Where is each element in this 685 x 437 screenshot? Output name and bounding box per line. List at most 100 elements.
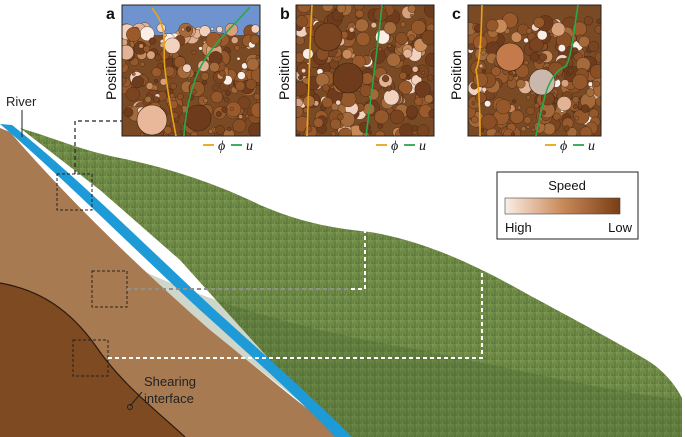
- grain: [356, 31, 371, 47]
- grain: [215, 111, 222, 118]
- grain: [398, 80, 413, 95]
- grain: [138, 43, 144, 49]
- grain: [526, 125, 530, 129]
- panel-b-u-curve: [365, 4, 383, 137]
- grain: [154, 78, 159, 84]
- grain: [424, 5, 434, 18]
- panel-c-legend-phi: ϕ: [560, 139, 567, 154]
- grain: [386, 52, 401, 67]
- grain: [163, 65, 175, 77]
- grain: [296, 81, 308, 97]
- grain: [238, 114, 243, 119]
- river-label: River: [6, 94, 37, 109]
- grain: [395, 32, 408, 45]
- grain: [250, 24, 260, 34]
- shearing-interface-line: [0, 282, 186, 437]
- grain: [151, 67, 162, 78]
- grain: [296, 106, 304, 118]
- grain: [330, 118, 342, 130]
- panel-c-letter: c: [452, 6, 461, 23]
- grain: [567, 67, 574, 75]
- grain: [563, 125, 570, 132]
- panel-a-phi-curve: [151, 7, 177, 137]
- grain: [342, 49, 353, 60]
- panel-a-letter: a: [106, 6, 115, 23]
- grain: [145, 82, 154, 90]
- grain: [169, 82, 177, 90]
- panel-b-axis-label: Position: [276, 50, 292, 100]
- grain: [513, 73, 517, 78]
- grass-shadow: [120, 260, 682, 437]
- grain: [523, 37, 529, 44]
- grain: [593, 80, 600, 88]
- grain: [486, 19, 499, 32]
- grain: [250, 67, 260, 83]
- large-grain: [332, 62, 364, 94]
- grain: [516, 79, 526, 89]
- grain: [322, 84, 330, 92]
- grain: [405, 105, 419, 118]
- grain: [481, 68, 486, 73]
- grain: [507, 74, 514, 81]
- grain: [153, 96, 160, 103]
- grain: [400, 21, 406, 28]
- grain: [234, 45, 240, 51]
- grain: [426, 74, 434, 82]
- panel-c: c Position ϕ u: [448, 4, 602, 154]
- grain: [421, 29, 434, 46]
- grain: [416, 124, 430, 136]
- connector-c: [108, 146, 483, 359]
- grain: [353, 5, 364, 11]
- grain: [480, 49, 487, 56]
- grain: [578, 35, 590, 48]
- grain: [301, 68, 306, 74]
- grain: [402, 48, 413, 59]
- grain: [224, 97, 230, 103]
- grain: [190, 131, 198, 136]
- grain: [122, 44, 134, 61]
- grain: [571, 47, 579, 55]
- grain: [202, 79, 208, 85]
- grain: [296, 15, 308, 28]
- grain: [315, 72, 330, 87]
- grain: [191, 50, 197, 55]
- grain: [407, 5, 416, 13]
- grain: [208, 128, 214, 134]
- speed-gradient-bar: [504, 197, 621, 215]
- grain: [510, 109, 525, 124]
- grain: [412, 66, 419, 73]
- grain: [495, 98, 511, 115]
- grain: [574, 115, 580, 121]
- grain: [473, 72, 488, 88]
- grain: [359, 84, 373, 97]
- grain: [523, 60, 529, 66]
- grain: [338, 127, 353, 136]
- grain: [588, 40, 600, 52]
- shearing-pointer-dot: [127, 404, 133, 410]
- grain: [572, 74, 588, 90]
- grain: [484, 100, 491, 108]
- panel-c-legend-u: u: [588, 139, 595, 154]
- grain: [232, 118, 247, 133]
- shearing-label-line1: Shearing: [144, 374, 196, 389]
- grain: [126, 27, 141, 42]
- grain: [322, 5, 334, 12]
- soil-lower-layer: [0, 283, 185, 437]
- grain: [526, 27, 533, 34]
- grain: [551, 22, 566, 37]
- panel-b-letter: b: [280, 6, 290, 23]
- grain: [163, 125, 173, 135]
- grain: [558, 44, 566, 52]
- speed-legend-high: High: [505, 220, 532, 235]
- grain: [382, 74, 390, 83]
- grain: [164, 37, 181, 54]
- grain: [221, 106, 228, 113]
- grain: [529, 52, 539, 62]
- grain: [199, 25, 211, 37]
- grain: [539, 53, 548, 62]
- grain: [185, 26, 192, 32]
- grain: [378, 47, 383, 52]
- grain: [146, 50, 156, 60]
- grain: [583, 16, 594, 26]
- grain: [387, 44, 392, 48]
